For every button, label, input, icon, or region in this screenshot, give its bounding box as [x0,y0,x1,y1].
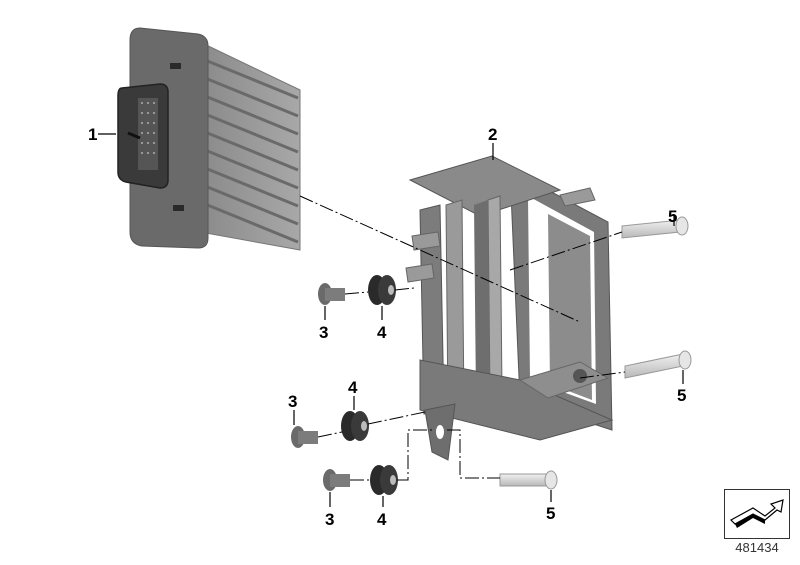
control-unit-part [117,27,301,251]
screw-5c [499,470,558,490]
screw-5b [624,350,692,379]
callout-3: 3 [319,323,329,342]
grommet-4c [370,465,398,495]
sleeve-3b [291,426,318,448]
callout-3: 3 [288,392,298,411]
screw-5a [621,216,689,239]
arrow-reference-icon [730,499,784,528]
callout-1: 1 [88,125,98,144]
assembly-lines [299,195,626,481]
grommet-4a [368,275,396,305]
callout-4: 4 [377,510,387,529]
callout-5: 5 [677,386,687,405]
sleeve-3a [318,283,345,305]
leader-lines [98,133,684,507]
callout-4: 4 [377,323,387,342]
mounting-bracket-part [405,155,614,461]
sleeve-3c [323,469,350,491]
callout-5: 5 [546,504,556,523]
reference-box [724,489,790,539]
callout-4: 4 [348,378,358,397]
callout-2: 2 [488,125,498,144]
callout-3: 3 [325,510,335,529]
diagram-number: 481434 [735,540,779,555]
callout-5: 5 [668,207,678,226]
grommet-4b [341,411,369,441]
